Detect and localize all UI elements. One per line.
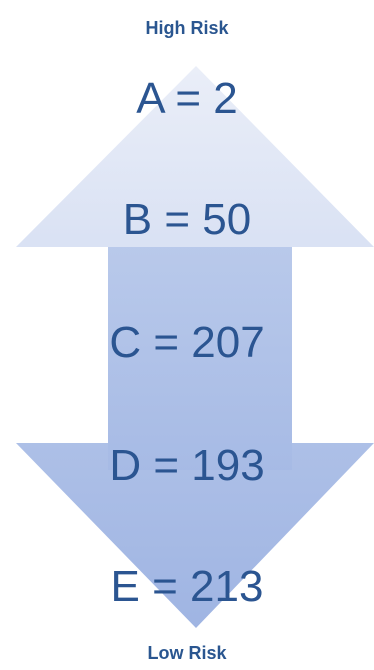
high-risk-label: High Risk [145, 18, 229, 38]
grade-a-label: A = 2 [136, 74, 238, 123]
grade-c-label: C = 207 [109, 318, 265, 367]
grade-b-label: B = 50 [122, 195, 252, 244]
grade-e-label: E = 213 [110, 562, 264, 611]
down-arrow-shape [16, 247, 374, 628]
low-risk-label: Low Risk [147, 643, 227, 663]
grade-d-label: D = 193 [109, 441, 265, 490]
